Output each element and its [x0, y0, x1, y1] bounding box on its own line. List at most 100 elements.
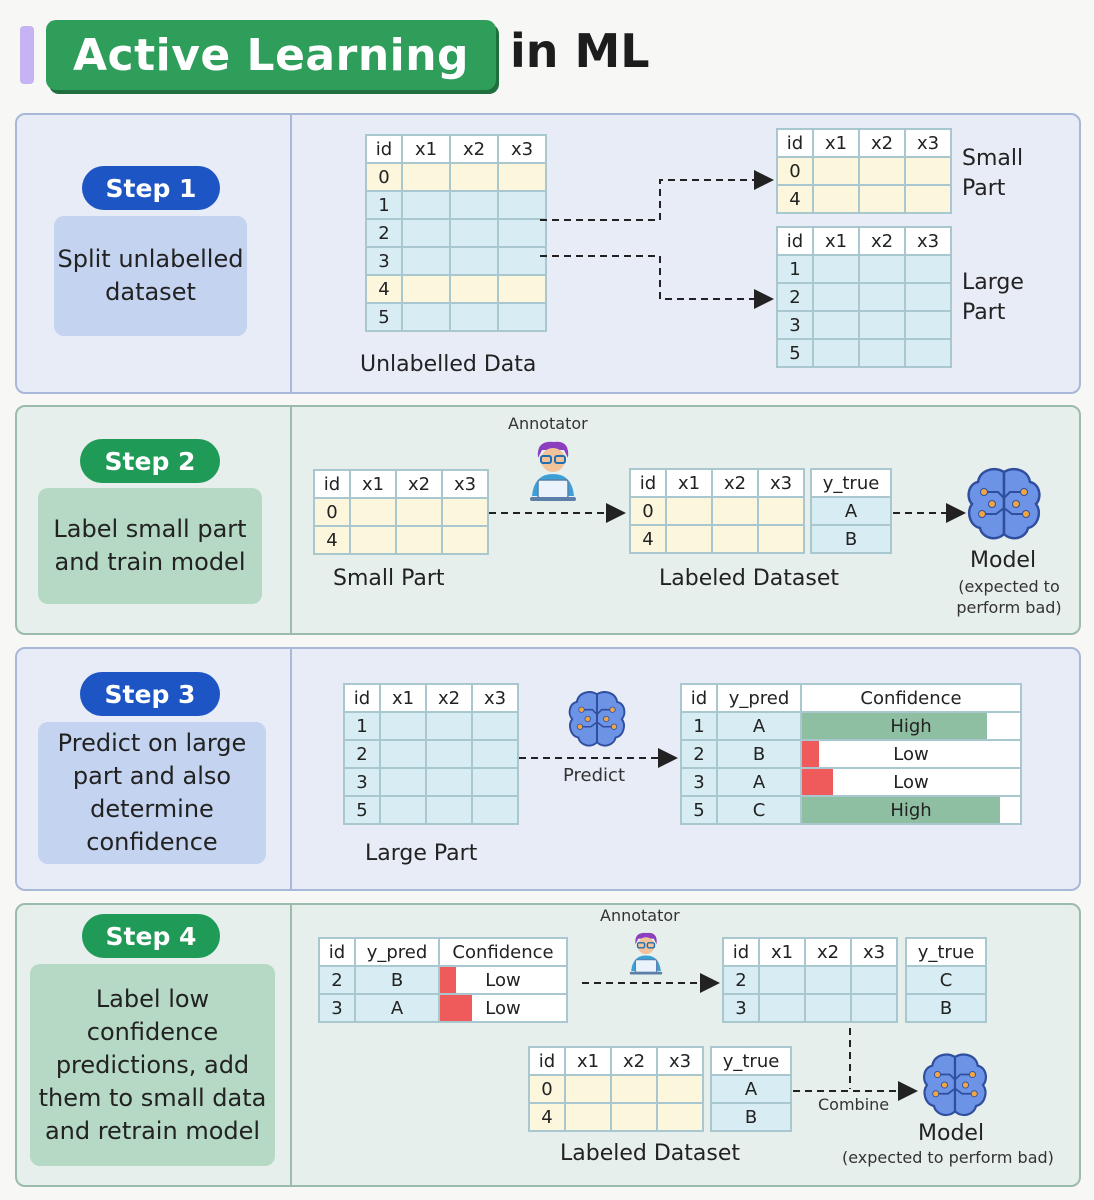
model-brain-icon [967, 468, 1041, 540]
table-header-row: y_true [810, 468, 892, 498]
table-row: 4 [528, 1102, 704, 1132]
header-id: id [776, 128, 814, 158]
predict-label: Predict [563, 765, 625, 786]
brain-node [932, 1090, 940, 1098]
feature-cell [804, 993, 852, 1023]
model-note-4: (expected to perform bad) [842, 1148, 1054, 1167]
table-row: 2 [722, 965, 898, 995]
annotator-label-2: Annotator [600, 906, 680, 925]
header-id: id [365, 134, 403, 164]
feature-cell [379, 795, 427, 825]
header-id: id [343, 683, 381, 713]
row-id: 4 [629, 524, 667, 554]
brain-node [988, 500, 996, 508]
y-true-cell: A [810, 496, 892, 526]
row-id: 0 [313, 497, 351, 527]
feature-cell [449, 162, 499, 192]
header-id: id [776, 226, 814, 256]
brain-node [970, 1090, 978, 1098]
header-y-pred: y_pred [716, 683, 802, 713]
feature-cell [812, 282, 860, 312]
feature-cell [858, 156, 906, 186]
large-part-caption-3: Large Part [365, 841, 478, 866]
feature-cell [349, 497, 397, 527]
table-row: B [905, 993, 987, 1023]
feature-cell [449, 274, 499, 304]
header-x2: x2 [449, 134, 499, 164]
row-id: 2 [343, 739, 381, 769]
feature-cell [758, 965, 806, 995]
brain-node [1020, 488, 1028, 496]
table-row: 3 [365, 246, 547, 276]
brain-node [962, 1081, 969, 1089]
feature-cell [656, 1102, 704, 1132]
header-x3: x3 [757, 468, 805, 498]
table-row: 5 [343, 795, 519, 825]
combine-label: Combine [818, 1095, 890, 1114]
header-x2: x2 [610, 1046, 658, 1076]
table-row: A [710, 1074, 792, 1104]
header-x1: x1 [812, 226, 860, 256]
header-y-pred: y_pred [354, 937, 440, 967]
table-row: A [810, 496, 892, 526]
confidence-label: Low [893, 771, 929, 793]
y-true-cell: C [905, 965, 987, 995]
step1-badge: Step 1 [82, 166, 220, 210]
table-row: 3 [722, 993, 898, 1023]
row-id: 0 [365, 162, 403, 192]
feature-cell [379, 739, 427, 769]
header-x2: x2 [858, 128, 906, 158]
header-x3: x3 [656, 1046, 704, 1076]
feature-cell [858, 338, 906, 368]
feature-cell [425, 739, 473, 769]
panel-divider [290, 649, 292, 889]
header-x2: x2 [804, 937, 852, 967]
table-row: 4 [629, 524, 805, 554]
y-true-cell: B [810, 524, 892, 554]
model-label: Model [970, 548, 1037, 573]
panel-divider [290, 905, 292, 1185]
header-id: id [680, 683, 718, 713]
table-row: 0 [313, 497, 489, 527]
brain-left-lobe [568, 691, 598, 747]
model-brain-icon [922, 1053, 988, 1117]
feature-cell [610, 1074, 658, 1104]
labeled-dataset-caption: Labeled Dataset [659, 566, 839, 591]
row-id: 4 [313, 525, 351, 555]
arrow-to-large-part [540, 255, 774, 309]
step2-description: Label small part and train model [38, 488, 262, 604]
feature-cell [401, 162, 451, 192]
brain-right-lobe [596, 691, 626, 747]
row-id: 3 [680, 767, 718, 797]
row-id: 2 [776, 282, 814, 312]
feature-cell [665, 496, 713, 526]
large-part-caption: Large Part [962, 270, 1024, 325]
feature-cell [449, 246, 499, 276]
brain-node [576, 723, 584, 730]
y-true-cell: B [905, 993, 987, 1023]
header-x3: x3 [850, 937, 898, 967]
confidence-bar [802, 797, 1001, 823]
feature-cell [425, 711, 473, 741]
header-id: id [629, 468, 667, 498]
row-id: 1 [343, 711, 381, 741]
title-highlight-text: Active Learning [72, 29, 470, 81]
brain-node [980, 488, 988, 496]
row-id: 0 [528, 1074, 566, 1104]
confidence-bar [802, 741, 820, 767]
